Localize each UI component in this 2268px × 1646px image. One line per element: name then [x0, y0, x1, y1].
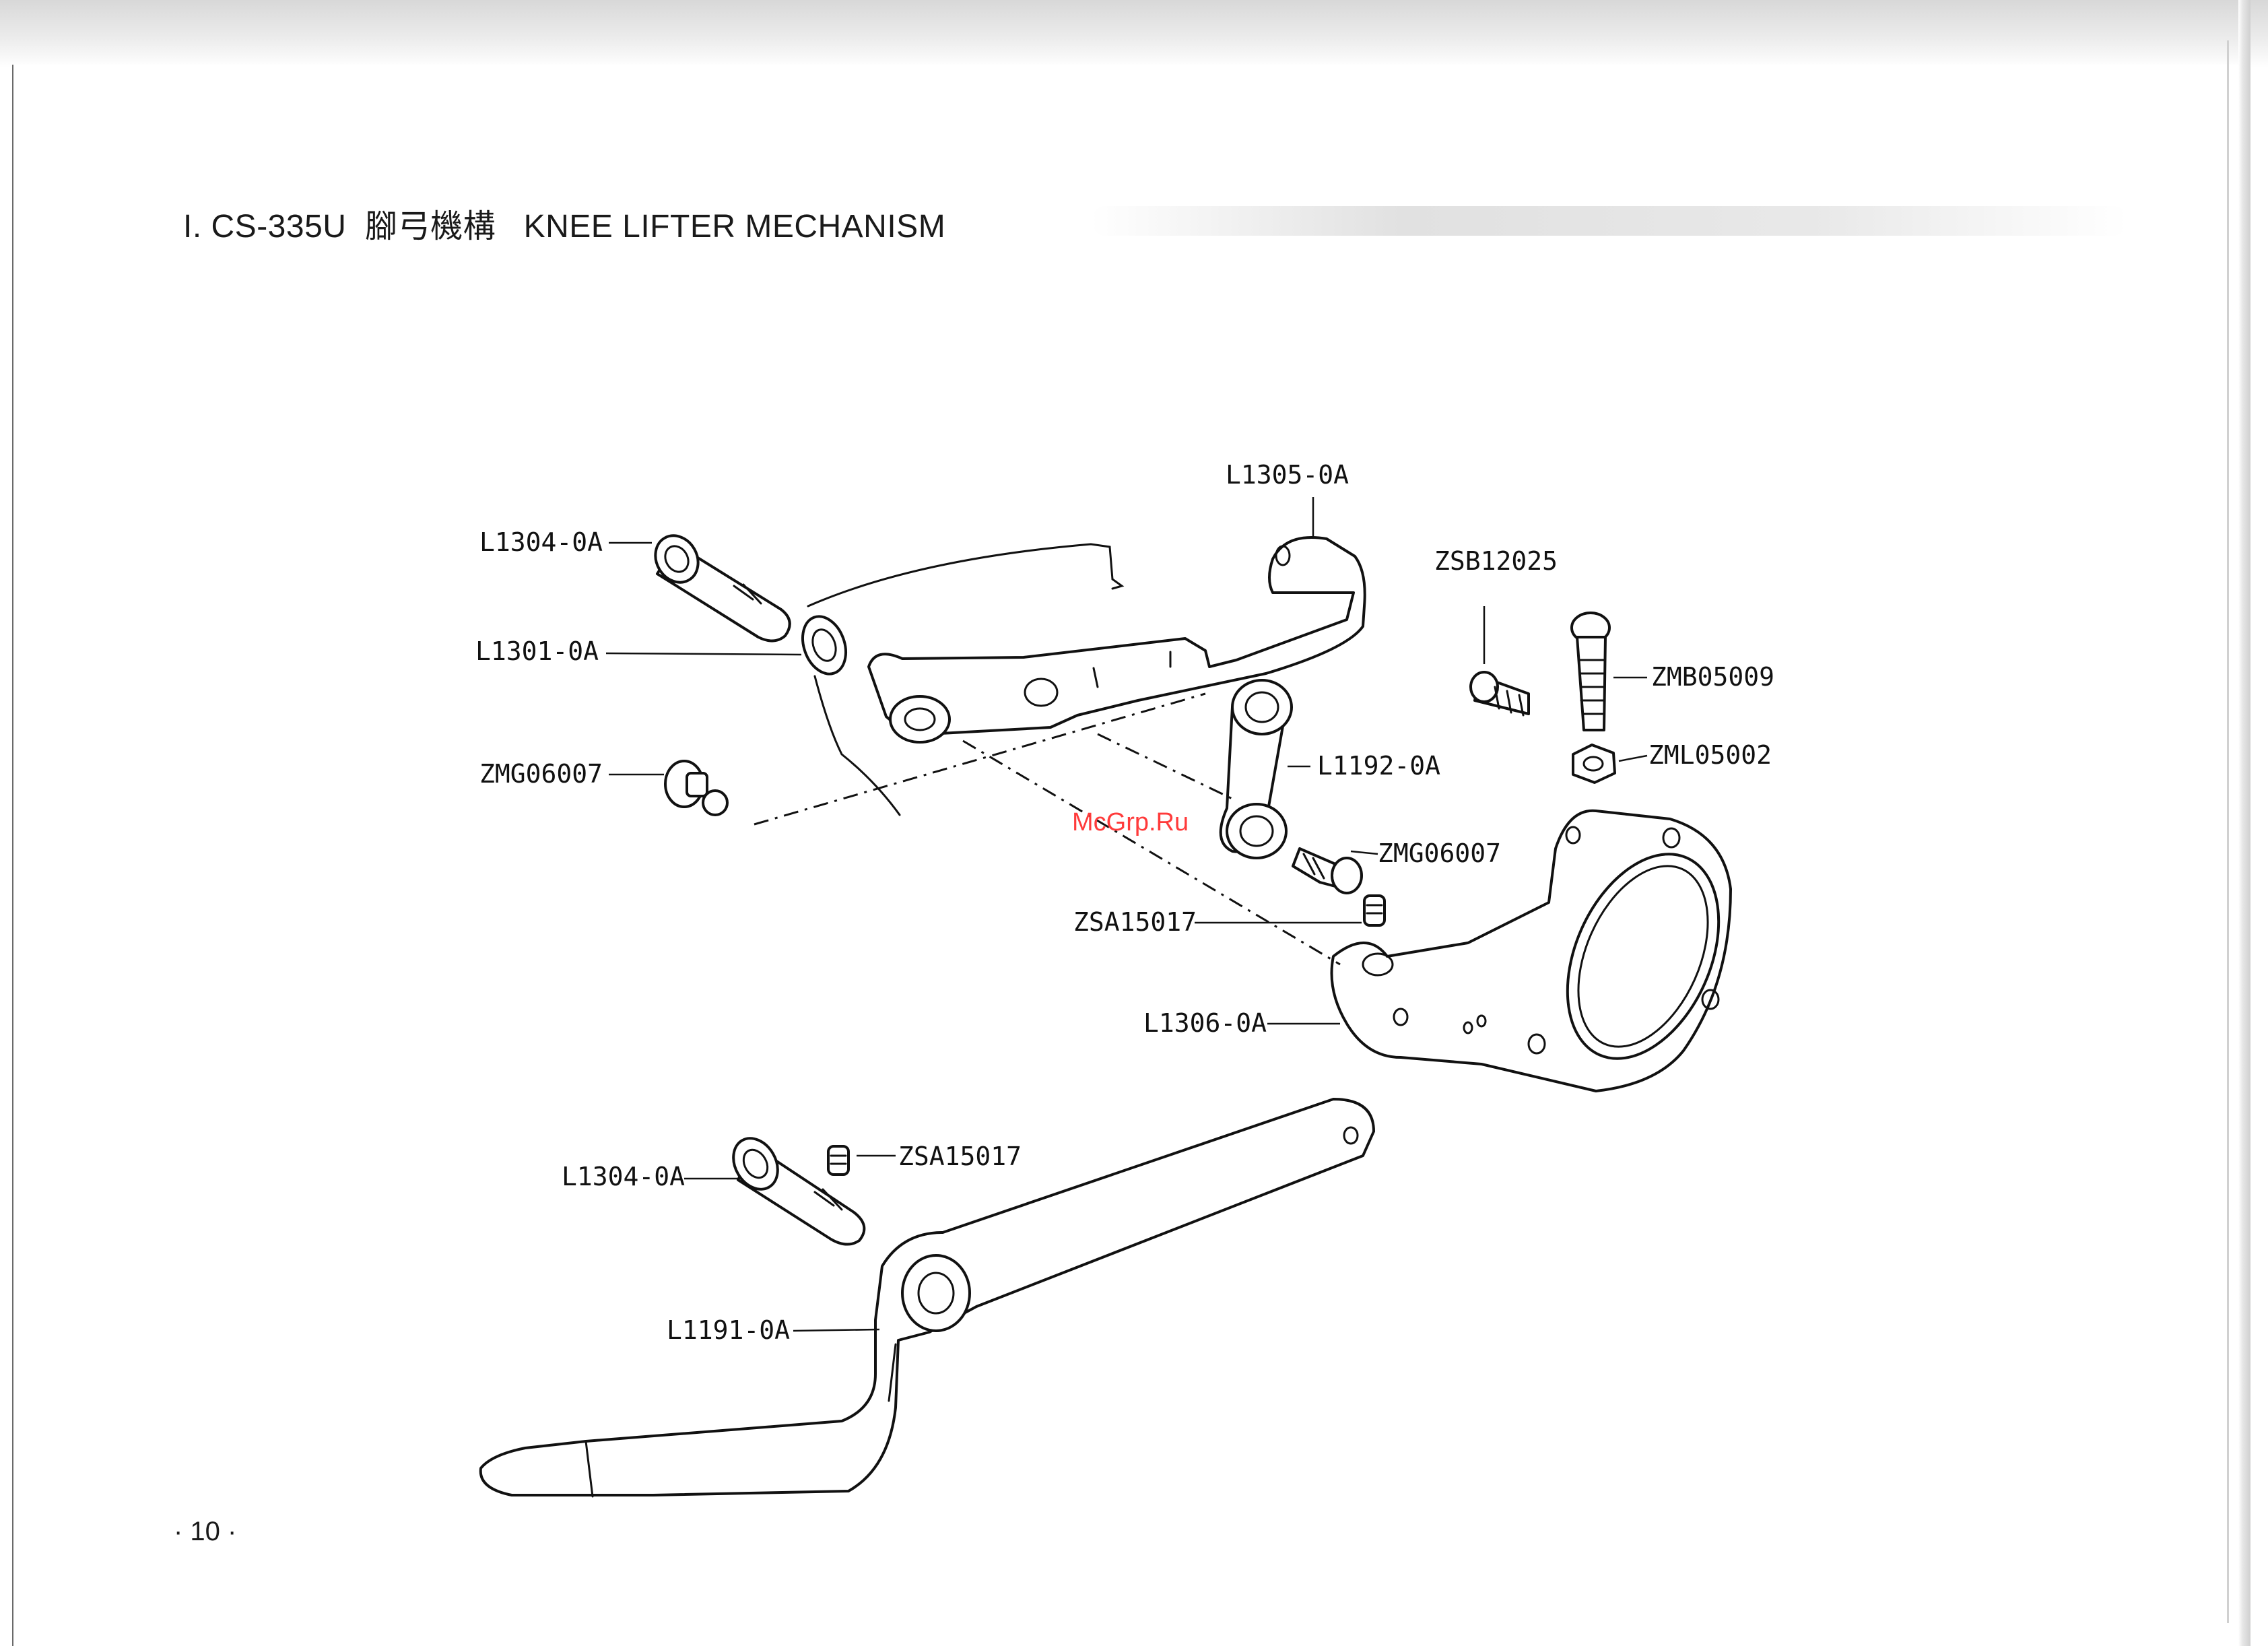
label-l1192-0a: L1192-0A [1317, 751, 1440, 781]
label-l1304-0a-top: L1304-0A [479, 527, 603, 557]
label-zsa15017-mid: ZSA15017 [1073, 907, 1197, 937]
nut-zml05002 [1573, 745, 1615, 783]
assembly-line-3 [1098, 734, 1232, 799]
screw-zsb12025 [1471, 672, 1529, 715]
label-l1304-0a-low: L1304-0A [562, 1162, 685, 1191]
setscrew-zsa15017-low [828, 1146, 848, 1175]
label-zsb12025: ZSB12025 [1434, 546, 1558, 576]
label-zsa15017-low: ZSA15017 [898, 1142, 1022, 1171]
link-l1192-0a [1221, 680, 1292, 858]
label-l1191-0a: L1191-0A [667, 1315, 790, 1345]
bolt-zmb05009 [1572, 613, 1609, 730]
label-zml05002: ZML05002 [1648, 740, 1772, 770]
label-l1301-0a: L1301-0A [475, 636, 599, 666]
label-l1306-0a: L1306-0A [1143, 1008, 1267, 1038]
label-l1305-0a: L1305-0A [1226, 460, 1349, 490]
screw-zmg06007-right [1293, 849, 1362, 893]
label-zmg06007-left: ZMG06007 [479, 759, 603, 789]
page-number: · 10 · [174, 1517, 236, 1547]
pin-l1304-0a-top [647, 528, 790, 641]
setscrew-zsa15017-mid [1364, 896, 1385, 925]
label-zmb05009: ZMB05009 [1651, 662, 1774, 692]
screw-zmg06007-left [665, 761, 727, 815]
watermark: McGrp.Ru [1072, 808, 1189, 837]
label-zmg06007-right: ZMG06007 [1378, 838, 1501, 868]
